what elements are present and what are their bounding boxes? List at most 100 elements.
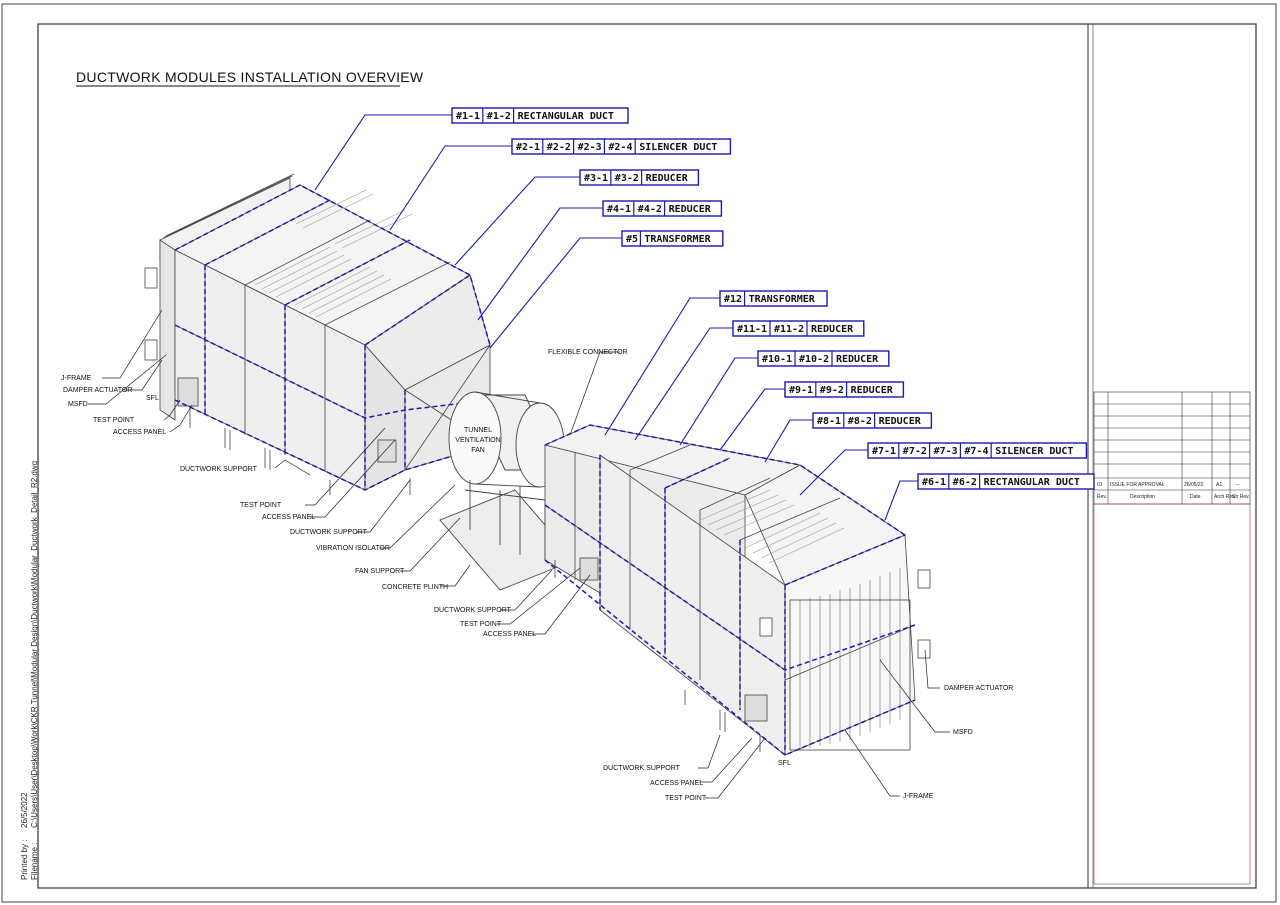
module-tag-name: SILENCER DUCT bbox=[995, 446, 1073, 457]
callout-test-point-center: TEST POINT bbox=[460, 621, 502, 628]
module-tag-name: REDUCER bbox=[811, 324, 854, 335]
module-tag-frame bbox=[621, 230, 724, 247]
module-tag-name: RECTANGULAR DUCT bbox=[518, 111, 614, 122]
callout-vibration-isolator: VIBRATION ISOLATOR bbox=[316, 545, 390, 552]
module-tag-frame bbox=[451, 107, 629, 124]
left-duct-assembly bbox=[144, 173, 491, 495]
module-tag-id-9_2: #9-2 bbox=[820, 385, 844, 396]
header-description: Description bbox=[1130, 494, 1155, 500]
module-tag-id-2_2: #2-2 bbox=[547, 142, 571, 153]
callout-test-point-mid: TEST POINT bbox=[240, 502, 282, 509]
revision-table bbox=[1093, 391, 1251, 885]
callout-flexible-connector: FLEXIBLE CONNECTOR bbox=[548, 349, 628, 356]
left-module-outlines bbox=[174, 184, 491, 491]
rev-size: A1 bbox=[1216, 482, 1222, 488]
rev-extra: -- bbox=[1236, 482, 1240, 488]
module-tag: #3-1 #3-2 REDUCER bbox=[579, 169, 700, 186]
module-tag-name: RECTANGULAR DUCT bbox=[984, 477, 1080, 488]
callout-ductwork-support-center: DUCTWORK SUPPORT bbox=[434, 607, 512, 614]
module-tag-frame bbox=[579, 169, 700, 186]
callout-sfl-right: SFL bbox=[778, 760, 791, 767]
callout-msfd-left: MSFD bbox=[68, 401, 88, 408]
drawing-border bbox=[37, 23, 1257, 889]
module-tag-frame bbox=[812, 412, 933, 429]
fan-label-line3: FAN bbox=[471, 447, 485, 454]
callout-fan-support: FAN SUPPORT bbox=[355, 568, 405, 575]
module-tag-id-10_1: #10-1 bbox=[762, 354, 792, 365]
right-module-outlines bbox=[544, 424, 916, 756]
module-tag: #7-1 #7-2 #7-3 #7-4 SILENCER DUCT bbox=[867, 442, 1088, 459]
module-tag-frame bbox=[732, 320, 865, 337]
module-tag-id-8_2: #8-2 bbox=[848, 416, 872, 427]
module-tag: #9-1 #9-2 REDUCER bbox=[784, 381, 905, 398]
module-tag-frame bbox=[867, 442, 1088, 459]
drawing-title: DUCTWORK MODULES INSTALLATION OVERVIEW bbox=[76, 69, 424, 85]
header-arch-rev: Arch Rev. bbox=[1214, 494, 1236, 500]
tag-leaders bbox=[314, 114, 918, 521]
outer-border bbox=[1, 3, 1277, 903]
callout-sfl-left: SFL bbox=[146, 395, 159, 402]
callout-test-point-right: TEST POINT bbox=[665, 795, 707, 802]
module-tag-id-11_1: #11-1 bbox=[737, 324, 767, 335]
module-tag-id-3_1: #3-1 bbox=[584, 173, 608, 184]
module-tag-frame bbox=[784, 381, 905, 398]
module-tag-id-7_1: #7-1 bbox=[872, 446, 896, 457]
module-tag-frame bbox=[719, 290, 828, 307]
module-tag-id-2_1: #2-1 bbox=[516, 142, 540, 153]
plot-stamp: Printed by : 26/5/2022 Filename : C:\Use… bbox=[20, 461, 39, 880]
module-tag-id-7_4: #7-4 bbox=[964, 446, 988, 457]
module-tag: #2-1 #2-2 #2-3 #2-4 SILENCER DUCT bbox=[511, 138, 732, 155]
module-tag: #5 TRANSFORMER bbox=[621, 230, 724, 247]
module-tag-frame bbox=[602, 200, 723, 217]
module-tag-name: TRANSFORMER bbox=[749, 294, 816, 305]
callout-j-frame-right: J-FRAME bbox=[903, 793, 934, 800]
module-tag-frame bbox=[511, 138, 732, 155]
callout-damper-actuator-right: DAMPER ACTUATOR bbox=[944, 685, 1013, 692]
callout-access-panel-right: ACCESS PANEL bbox=[650, 780, 703, 787]
module-tag-id-11_2: #11-2 bbox=[774, 324, 804, 335]
callout-test-point-left: TEST POINT bbox=[93, 417, 135, 424]
right-duct-assembly bbox=[543, 424, 931, 756]
callout-ductwork-support-mid: DUCTWORK SUPPORT bbox=[290, 529, 368, 536]
module-tag: #11-1 #11-2 REDUCER bbox=[732, 320, 865, 337]
module-tag-id-2_3: #2-3 bbox=[578, 142, 602, 153]
callout-access-panel-center: ACCESS PANEL bbox=[483, 631, 536, 638]
module-tag-name: REDUCER bbox=[851, 385, 894, 396]
module-tag-id-7_2: #7-2 bbox=[903, 446, 927, 457]
callout-leaders bbox=[88, 309, 950, 799]
module-tag-id-5: #5 bbox=[626, 234, 638, 245]
callout-msfd-right: MSFD bbox=[953, 729, 973, 736]
module-tag-name: SILENCER DUCT bbox=[639, 142, 717, 153]
module-tag-name: TRANSFORMER bbox=[644, 234, 711, 245]
header-date: Date bbox=[1190, 494, 1201, 500]
module-tag-id-8_1: #8-1 bbox=[817, 416, 841, 427]
filename-label: Filename : bbox=[30, 843, 39, 880]
module-tag-id-7_3: #7-3 bbox=[934, 446, 958, 457]
module-tag-id-3_2: #3-2 bbox=[615, 173, 639, 184]
fan-label-line2: VENTILATION bbox=[455, 437, 500, 444]
callout-ductwork-support-right: DUCTWORK SUPPORT bbox=[603, 765, 681, 772]
rev-description: ISSUE FOR APPROVAL bbox=[1110, 482, 1165, 488]
module-tag: #12 TRANSFORMER bbox=[719, 290, 828, 307]
filename-path: C:\Users\User\Desktop\Work\CKR Tunnel\Mo… bbox=[30, 461, 39, 828]
callout-j-frame-left: J-FRAME bbox=[61, 375, 92, 382]
rev-number: 01 bbox=[1097, 482, 1103, 488]
header-rev: Rev. bbox=[1097, 494, 1107, 500]
module-tag-id-2_4: #2-4 bbox=[608, 142, 632, 153]
printed-date: 26/5/2022 bbox=[20, 792, 29, 828]
module-tag-id-6_2: #6-2 bbox=[953, 477, 977, 488]
module-tag-name: REDUCER bbox=[646, 173, 689, 184]
module-tag-id-12: #12 bbox=[724, 294, 742, 305]
printed-by-label: Printed by : bbox=[20, 840, 29, 880]
module-tag-name: REDUCER bbox=[669, 204, 712, 215]
module-tag-id-1_1: #1-1 bbox=[456, 111, 480, 122]
callout-damper-actuator-left: DAMPER ACTUATOR bbox=[63, 387, 132, 394]
callout-ductwork-support-left: DUCTWORK SUPPORT bbox=[180, 466, 258, 473]
module-tag-id-9_1: #9-1 bbox=[789, 385, 813, 396]
callout-access-panel-mid: ACCESS PANEL bbox=[262, 514, 315, 521]
